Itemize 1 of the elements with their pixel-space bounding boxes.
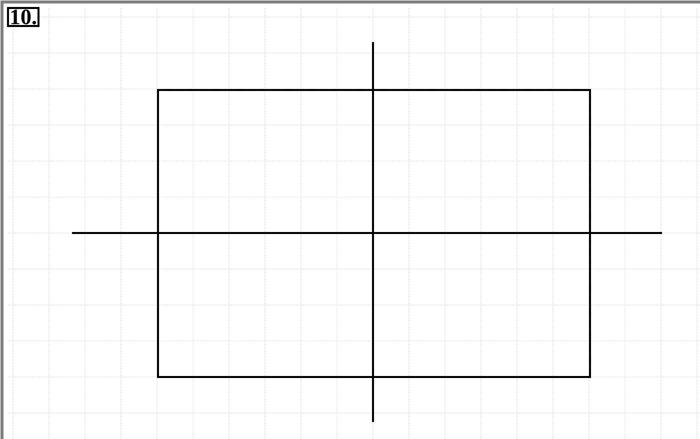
problem-number: 10.	[7, 7, 40, 27]
